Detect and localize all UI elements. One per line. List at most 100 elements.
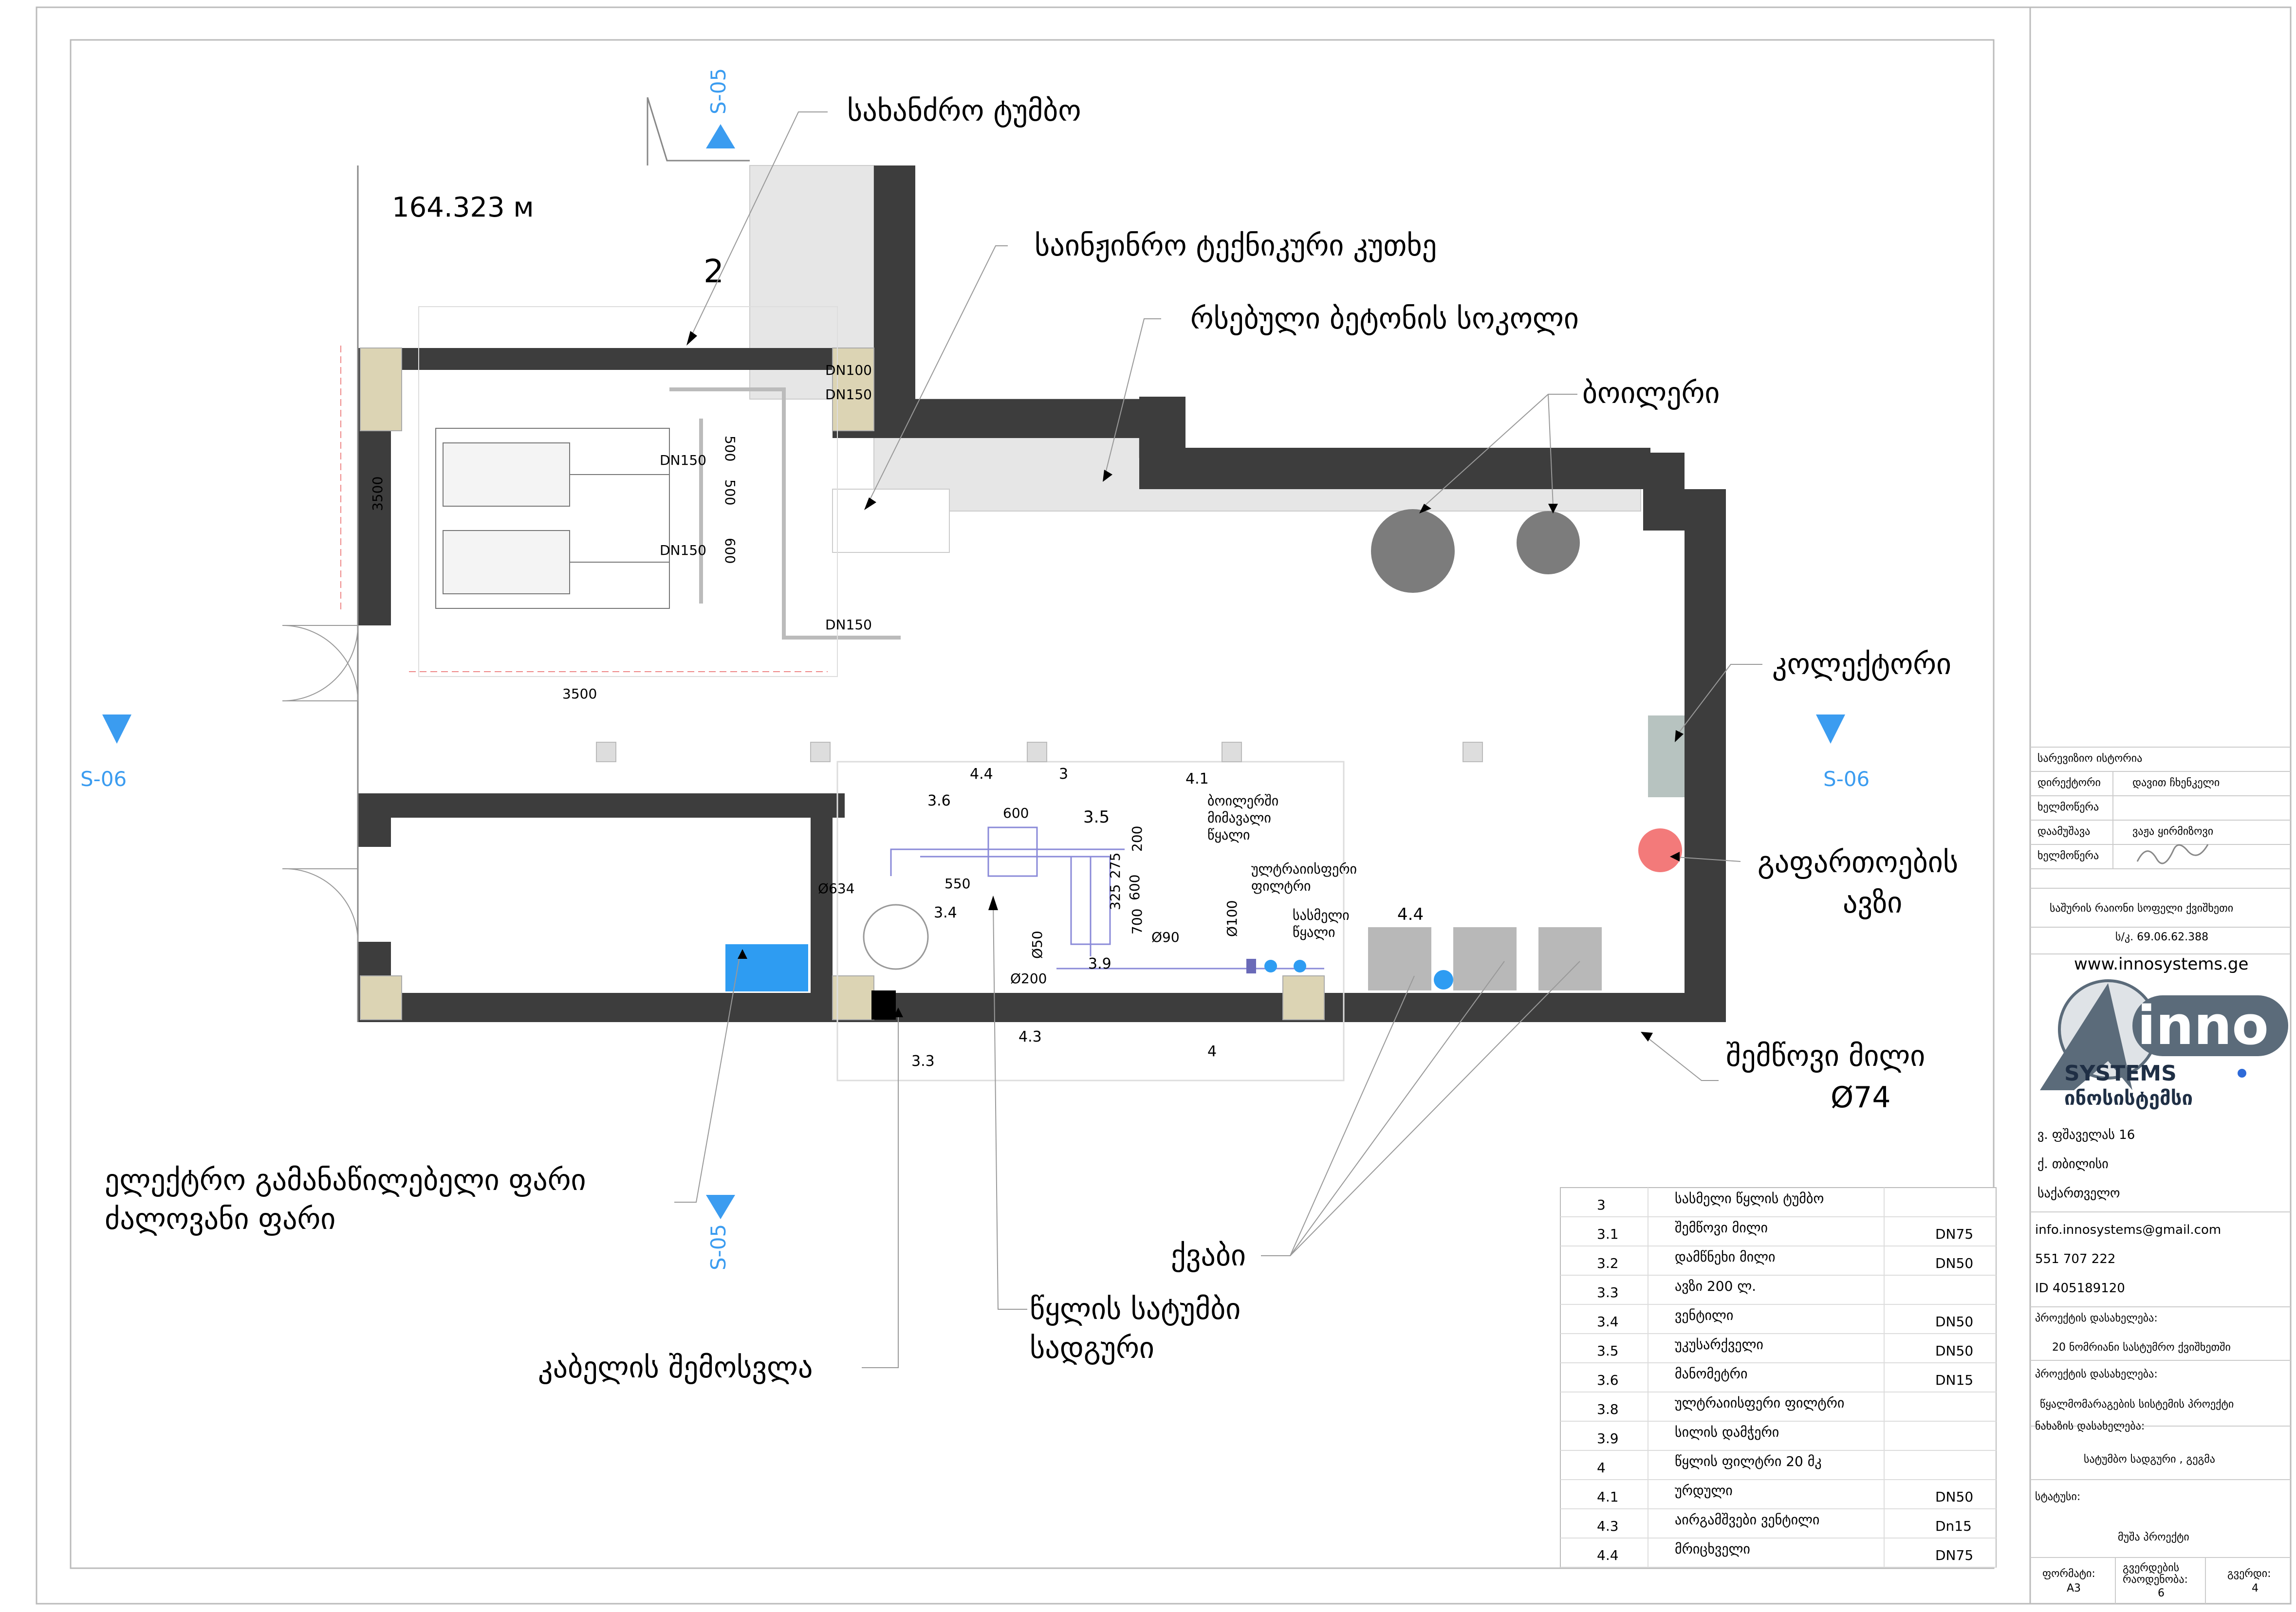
legend-num: 3.9 bbox=[1597, 1430, 1619, 1447]
leader-lines bbox=[674, 111, 1762, 1368]
fire-pump-units bbox=[418, 306, 901, 677]
wall-bottom bbox=[358, 993, 1726, 1022]
leader-stones-2 bbox=[1290, 961, 1505, 1256]
logo-dot bbox=[2238, 1069, 2246, 1078]
callout-boilers: ბოილერი bbox=[1582, 376, 1720, 410]
gm-4 bbox=[1222, 742, 1242, 762]
doors bbox=[282, 625, 358, 942]
kettle-1 bbox=[1368, 927, 1431, 990]
legend-num: 3.5 bbox=[1597, 1343, 1619, 1359]
callout-concrete-plinth: რსებული ბეტონის სოკოლი bbox=[1190, 302, 1579, 336]
column-3 bbox=[360, 975, 402, 1020]
ah-8 bbox=[1641, 1032, 1653, 1042]
legend-name: აირგამშვები ვენტილი bbox=[1675, 1512, 1819, 1528]
callout-pump-station-2: სადგური bbox=[1030, 1331, 1154, 1365]
leader-electrical bbox=[674, 953, 741, 1203]
ps-pipe-1 bbox=[890, 848, 1125, 876]
break-line bbox=[647, 97, 750, 162]
kettle-2 bbox=[1453, 927, 1517, 990]
wall-top-pump bbox=[358, 348, 833, 370]
valve-1 bbox=[1264, 960, 1277, 972]
ah-9 bbox=[738, 949, 747, 959]
valve-2 bbox=[1294, 960, 1306, 972]
legend-name: სასმელი წყლის ტუმბო bbox=[1675, 1191, 1824, 1207]
ah-5 bbox=[1548, 504, 1558, 513]
tag-4-3: 4.3 bbox=[1018, 1028, 1042, 1045]
column-4 bbox=[832, 975, 874, 1020]
dim-d90: Ø90 bbox=[1151, 929, 1180, 945]
tb-address-2: ქ. თბილისი bbox=[2037, 1157, 2109, 1172]
legend-num: 3.8 bbox=[1597, 1401, 1619, 1417]
grid-markers bbox=[596, 742, 1483, 762]
meter-dot bbox=[1434, 970, 1453, 989]
tb-sheets-label-1: გვერდების bbox=[2123, 1562, 2179, 1574]
elevation-label: 164.323 м bbox=[392, 192, 534, 223]
dim-d634: Ø634 bbox=[818, 880, 854, 897]
dim-275: 275 bbox=[1107, 853, 1123, 879]
dim-dn150-d: DN150 bbox=[825, 617, 872, 633]
tb-sheet-label: გვერდი: bbox=[2227, 1568, 2271, 1580]
leader-expansion-tank bbox=[1669, 856, 1741, 862]
tb-status: მუშა პროექტი bbox=[2118, 1531, 2189, 1543]
pump-station-zone bbox=[836, 761, 1345, 1081]
section-arrows bbox=[102, 124, 1845, 1219]
dim-500-a: 500 bbox=[722, 436, 738, 461]
legend-dn: DN50 bbox=[1935, 1314, 1973, 1330]
equipment-zone bbox=[418, 306, 838, 677]
legend-name: წყლის ფილტრი 20 მკ bbox=[1675, 1453, 1822, 1469]
column-5 bbox=[1282, 975, 1325, 1020]
dim-dn100: DN100 bbox=[825, 362, 872, 378]
section-label-s06-left: S-06 bbox=[80, 767, 127, 791]
leader-boiler-2 bbox=[1548, 394, 1554, 507]
ps-pump bbox=[987, 826, 1038, 877]
tb-sheets-label-2: რაოდენობა: bbox=[2123, 1574, 2188, 1586]
tb-address-1: ვ. ფშაველას 16 bbox=[2037, 1128, 2135, 1142]
main-pipe bbox=[669, 387, 901, 640]
legend-name: ავზი 200 ლ. bbox=[1675, 1278, 1756, 1294]
leader-collector bbox=[1677, 664, 1762, 735]
leader-stones-3 bbox=[1290, 961, 1580, 1256]
ah-3 bbox=[1103, 470, 1112, 482]
plinth-cutout bbox=[832, 489, 950, 553]
legend-name: მანომეტრი bbox=[1675, 1366, 1747, 1382]
tb-drawing-name: სატუმბო სადგური , გეგმა bbox=[2084, 1453, 2215, 1465]
tb-signature-label-2: ხელმოწერა bbox=[2037, 850, 2099, 862]
legend-name: უკუსარქველი bbox=[1675, 1337, 1763, 1353]
gm-5 bbox=[1463, 742, 1483, 762]
kettles bbox=[1368, 927, 1602, 990]
logo-badge bbox=[2132, 995, 2288, 1056]
boiler-supply-line1: ბოილერში bbox=[1207, 793, 1278, 809]
dim-550: 550 bbox=[944, 876, 970, 892]
tb-phone: 551 707 222 bbox=[2035, 1252, 2115, 1266]
wall-corner bbox=[1643, 453, 1685, 531]
legend-frame bbox=[1560, 1187, 1997, 1568]
pump-station-schematic bbox=[836, 761, 1345, 1081]
tb-company-id: ID 405189120 bbox=[2035, 1281, 2125, 1296]
dim-325: 325 bbox=[1107, 884, 1123, 910]
s05-bottom-arrow bbox=[706, 1195, 735, 1219]
legend-num: 3.1 bbox=[1597, 1226, 1619, 1242]
tag-4-4-top: 4.4 bbox=[970, 766, 993, 783]
legend-dn: DN75 bbox=[1935, 1547, 1973, 1563]
legend-name: მრიცხველი bbox=[1675, 1541, 1750, 1557]
callout-pump-station-1: წყლის სატუმბი bbox=[1030, 1292, 1241, 1326]
tag-3-4: 3.4 bbox=[934, 904, 957, 921]
door-upper-2 bbox=[282, 625, 358, 701]
room-number: 2 bbox=[704, 253, 724, 290]
section-label-s05-bottom: S-05 bbox=[706, 1224, 730, 1270]
cable-entry-box bbox=[871, 990, 896, 1020]
uv-filter-line1: ულტრაიისფერი bbox=[1251, 861, 1357, 877]
legend-num: 4.4 bbox=[1597, 1547, 1619, 1563]
leader-concrete-plinth bbox=[1105, 318, 1161, 475]
tb-developed-label: დაამუშავა bbox=[2037, 825, 2090, 838]
tag-4-1: 4.1 bbox=[1185, 770, 1209, 788]
ah-2 bbox=[864, 497, 876, 510]
tb-website: www.innosystems.ge bbox=[2074, 954, 2248, 974]
legend-num: 3.6 bbox=[1597, 1372, 1619, 1388]
pump-1 bbox=[443, 442, 570, 507]
s06-left-arrow bbox=[102, 714, 131, 744]
legend-dn: DN50 bbox=[1935, 1255, 1973, 1271]
logo-geo: ინოსისტემსი bbox=[2064, 1087, 2193, 1110]
pump-frame bbox=[435, 428, 670, 609]
